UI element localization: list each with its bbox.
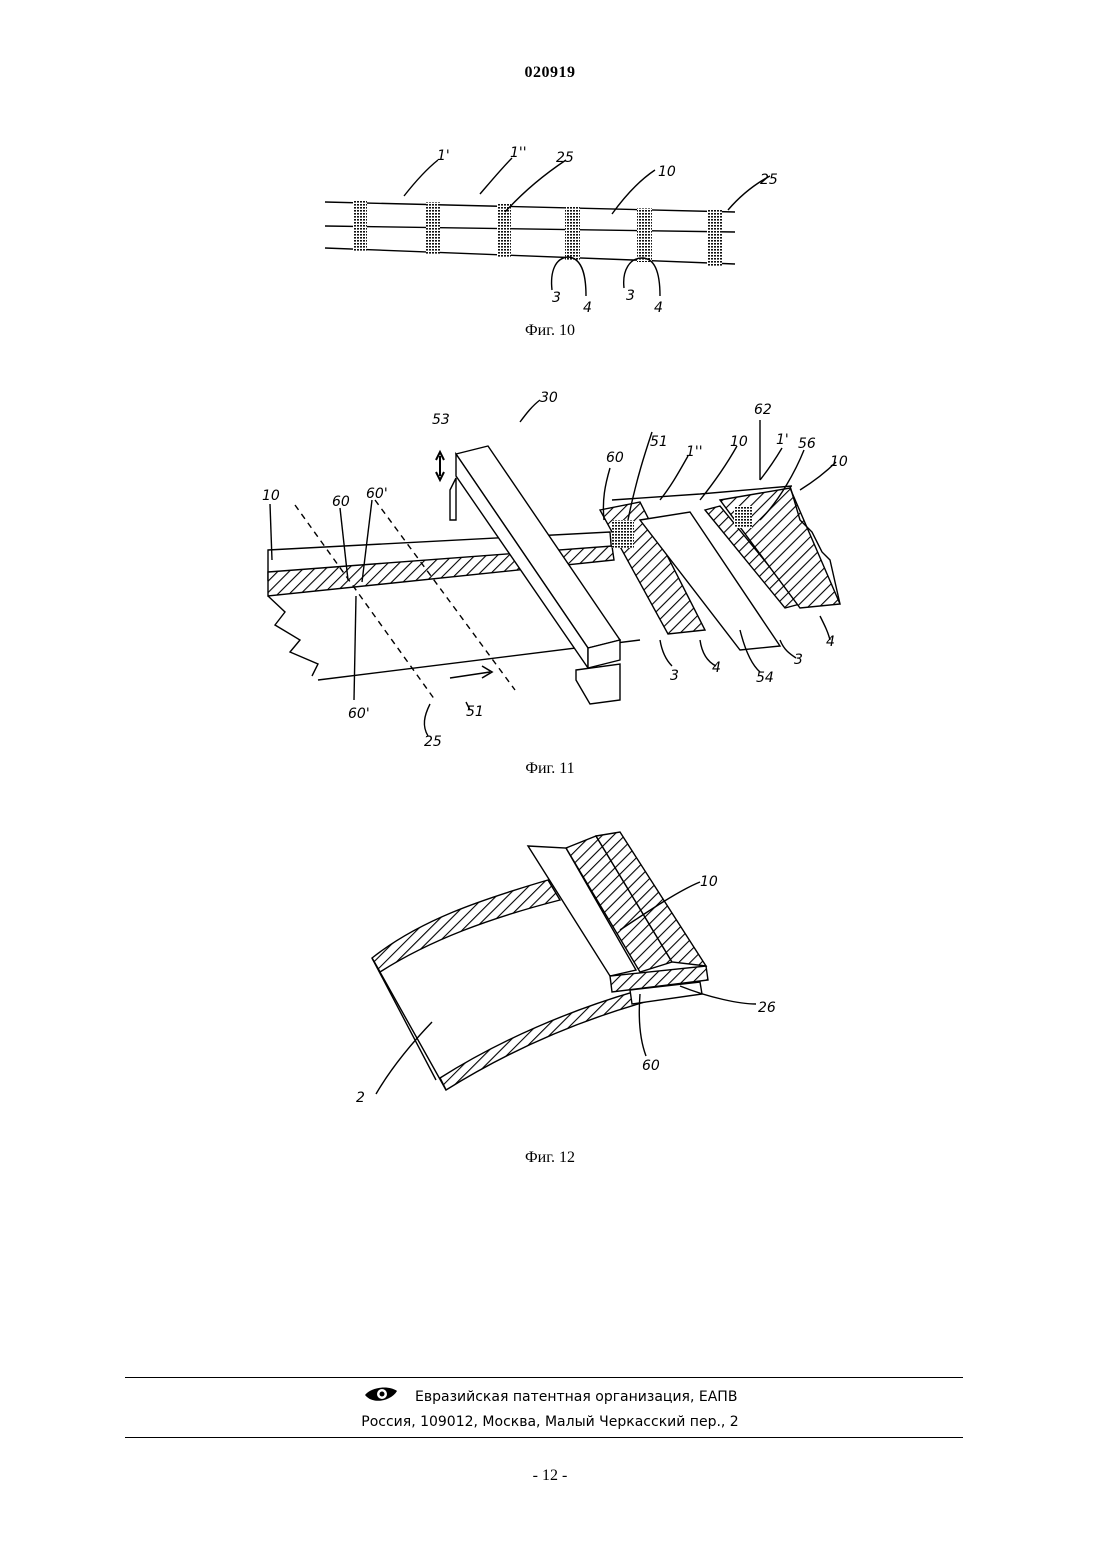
fig10-label: 1': [437, 148, 450, 164]
fig10-label: 25: [556, 150, 574, 166]
fig11-label: 60': [366, 486, 388, 502]
page-number: - 12 -: [0, 1467, 1100, 1485]
fig12-label: 26: [758, 1000, 776, 1016]
figure-10-labels: 1' 1'' 25 10 25 3 4 3 4: [437, 145, 778, 316]
footer-divider-bottom: [125, 1437, 963, 1438]
fig11-label: 54: [756, 670, 774, 686]
footer-organization: Евразийская патентная организация, ЕАПВ: [0, 1385, 1100, 1409]
fig12-label: 10: [700, 874, 718, 890]
fig11-label: 25: [424, 734, 442, 750]
fig12-label: 2: [356, 1090, 365, 1106]
figure-11-drawing: [268, 400, 840, 736]
fig11-label: 4: [826, 634, 835, 650]
fig11-label: 10: [730, 434, 748, 450]
fig11-label: 51: [650, 434, 668, 450]
organization-name: Евразийская патентная организация, ЕАПВ: [415, 1389, 737, 1405]
document-number: 020919: [0, 64, 1100, 82]
fig10-label: 25: [760, 172, 778, 188]
fig11-label: 51: [466, 704, 484, 720]
footer-divider-top: [125, 1377, 963, 1378]
figure-12-caption: Фиг. 12: [0, 1149, 1100, 1167]
figure-12-drawing: [372, 832, 756, 1094]
fig11-label: 1'': [686, 444, 703, 460]
fig11-label: 10: [262, 488, 280, 504]
fig10-label: 1'': [510, 145, 527, 161]
fig11-label: 60': [348, 706, 370, 722]
fig11-label: 1': [776, 432, 789, 448]
fig11-label: 62: [754, 402, 772, 418]
fig10-label: 4: [583, 300, 592, 316]
fig11-label: 60: [332, 494, 350, 510]
figure-12-labels: 10 26 60 2: [356, 874, 776, 1106]
eapo-eye-logo-icon: [363, 1385, 399, 1409]
seam-marks: [353, 200, 722, 266]
figure-10-caption: Фиг. 10: [0, 322, 1100, 340]
fig11-label: 3: [794, 652, 803, 668]
fig11-label: 4: [712, 660, 721, 676]
fig10-label: 10: [658, 164, 676, 180]
figure-10-drawing: [325, 158, 770, 296]
fig11-label: 53: [432, 412, 450, 428]
fig10-label: 4: [654, 300, 663, 316]
figure-11-labels: 30 53 60 51 1'' 10 62 1' 56 10 10 60 60'…: [262, 390, 848, 750]
fig10-label: 3: [626, 288, 635, 304]
fig11-label: 3: [670, 668, 679, 684]
footer-address: Россия, 109012, Москва, Малый Черкасский…: [0, 1414, 1100, 1430]
fig11-label: 60: [606, 450, 624, 466]
fig11-label: 56: [798, 436, 816, 452]
figure-11-caption: Фиг. 11: [0, 760, 1100, 778]
fig11-label: 10: [830, 454, 848, 470]
fig10-label: 3: [552, 290, 561, 306]
fig12-label: 60: [642, 1058, 660, 1074]
fig11-label: 30: [540, 390, 558, 406]
